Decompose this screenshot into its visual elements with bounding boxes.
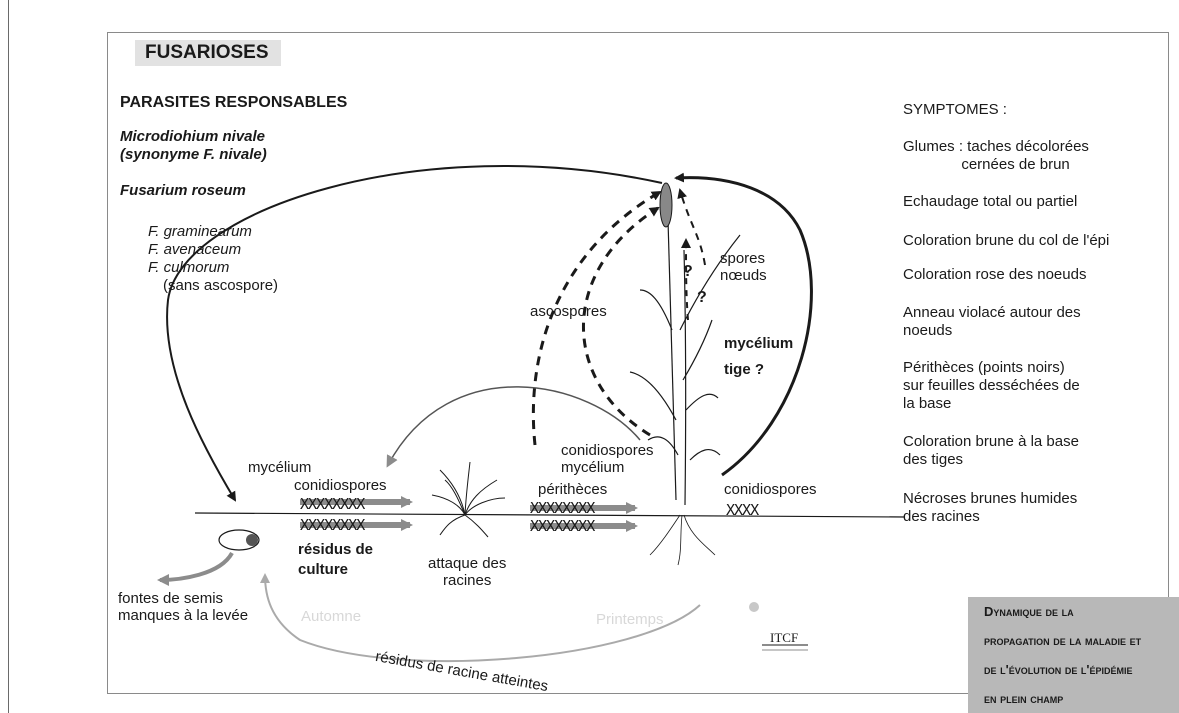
season-spring-label: Printemps: [596, 611, 664, 628]
sub-species-2: F. avenaceum: [148, 241, 242, 258]
ascospores-label: ascospores: [530, 303, 607, 320]
ascospores-arrow-1: [531, 190, 662, 446]
seedling-loss-label: fontes de semis manques à la levée: [118, 590, 249, 624]
wheat-plant: [629, 219, 741, 506]
crop-residue-label: résidus de culture: [298, 541, 374, 578]
question-mark-2: ?: [697, 289, 707, 306]
caption-line: de l'évolution de l'épidémie: [984, 662, 1133, 677]
caption-line: propagation de la maladie et: [984, 633, 1142, 648]
symptom-item: Anneau violacé autour des noeuds: [903, 304, 1081, 339]
symptom-item: Echaudage total ou partiel: [903, 193, 1078, 210]
parasites-heading: PARASITES RESPONSABLES: [120, 94, 348, 111]
arc-to-seedling: [386, 386, 641, 468]
small-mark: [749, 602, 759, 612]
inoculum-row: XXXX: [726, 501, 759, 519]
page-title: FUSARIOSES: [135, 40, 281, 66]
parasite-species-2: Fusarium roseum: [120, 182, 246, 199]
inoculum-row: XXXXXXXX: [530, 517, 595, 535]
arc-spike-to-seed: [166, 165, 663, 502]
root-attack-label: attaque des racines: [428, 555, 507, 589]
arc-root-residue: [260, 573, 701, 662]
wheat-roots: [649, 514, 716, 566]
symptom-item: Périthèces (points noirs) sur feuilles d…: [903, 359, 1080, 412]
conidiospores-left-label: conidiospores: [294, 477, 387, 494]
itcf-logo-text: ITCF: [770, 630, 799, 645]
caption-line: en plein champ: [984, 691, 1064, 706]
sub-species-3: F. culmorum: [148, 259, 230, 276]
symptom-item: Coloration rose des noeuds: [903, 266, 1087, 283]
symptom-item: Glumes : taches décolorées cernées de br…: [903, 138, 1089, 173]
perithecia-label: périthèces: [538, 481, 608, 498]
inoculum-row: XXXXXXXX: [530, 499, 595, 517]
mycelium-left-label: mycélium: [248, 459, 312, 476]
parasite-species-1: Microdiohium nivale (synonyme F. nivale): [120, 128, 267, 163]
seedling-plant: [431, 461, 506, 538]
spores-arrow: [681, 238, 692, 321]
spores-noeuds-label: spores nœuds: [720, 250, 767, 284]
caption-line: Dynamique de la: [984, 604, 1074, 619]
conidiospores-mycelium-label: conidiospores mycélium: [561, 442, 654, 476]
wheat-spike: [659, 182, 673, 228]
itcf-logo: [762, 644, 808, 651]
diagram-frame: [107, 32, 1169, 694]
sub-species-note: (sans ascospore): [163, 277, 279, 294]
symptoms-heading: SYMPTOMES :: [903, 101, 1007, 118]
conidiospores-right-label: conidiospores: [724, 481, 817, 498]
caption-box: Dynamique de la propagation de la maladi…: [968, 597, 1179, 713]
ground-arrows: [300, 496, 638, 532]
sub-species-1: F. graminearum: [148, 223, 252, 240]
inoculum-row: XXXXXXXX: [300, 516, 365, 534]
mycelium-tige-label: mycélium tige ?: [724, 335, 794, 378]
inoculum-row: XXXXXXXX: [300, 495, 365, 513]
symptom-item: Nécroses brunes humides des racines: [903, 490, 1078, 525]
ground-line: [194, 512, 906, 518]
ascospores-arrow-2: [582, 206, 660, 437]
fontes-arrow: [157, 551, 234, 586]
noeuds-arrow: [677, 188, 706, 266]
left-border-line: [8, 0, 9, 713]
symptom-item: Coloration brune du col de l'épi: [903, 232, 1110, 249]
season-autumn-label: Automne: [301, 608, 362, 625]
arc-base-to-spike: [674, 172, 813, 477]
symptom-item: Coloration brune à la base des tiges: [903, 433, 1079, 468]
question-mark-1: ?: [683, 263, 693, 280]
